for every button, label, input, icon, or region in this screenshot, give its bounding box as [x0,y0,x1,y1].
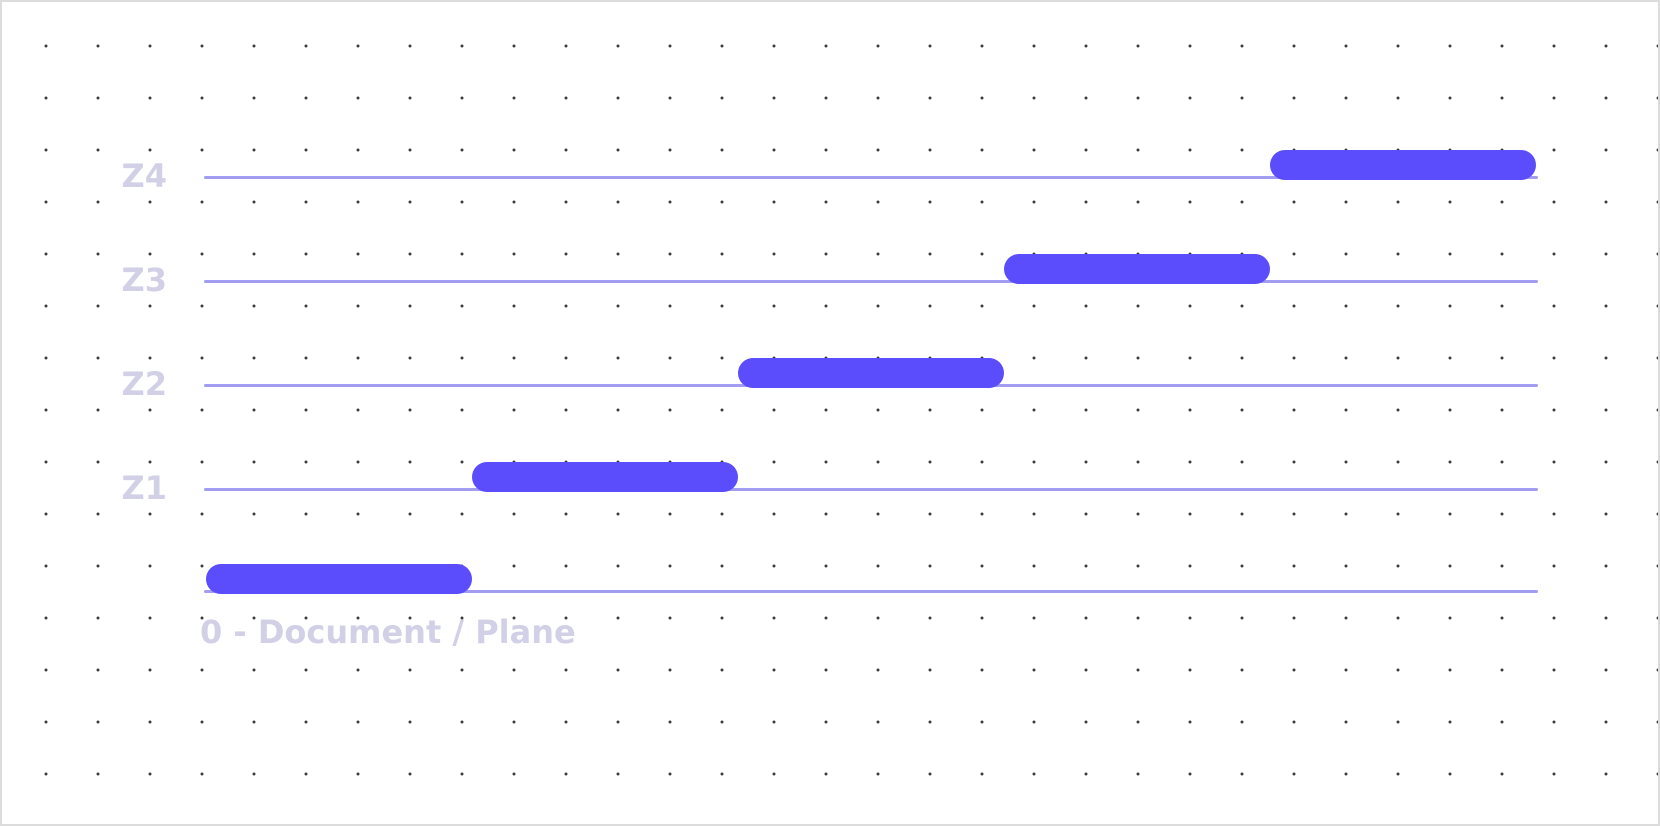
layer-bar-z3 [1004,254,1270,284]
layer-label-z3: Z3 [121,261,167,299]
layer-bar-z4 [1270,150,1536,180]
base-plane-label: 0 - Document / Plane [200,613,576,651]
layer-line-z3 [204,280,1538,283]
layer-bar-z1 [472,462,738,492]
layer-label-z4: Z4 [121,157,167,195]
layer-line-z1 [204,488,1538,491]
base-plane-line [204,590,1538,593]
layer-line-z4 [204,176,1538,179]
layer-bar-0 [206,564,472,594]
layer-label-z1: Z1 [121,469,167,507]
layer-label-z2: Z2 [121,365,167,403]
layer-bar-z2 [738,358,1004,388]
